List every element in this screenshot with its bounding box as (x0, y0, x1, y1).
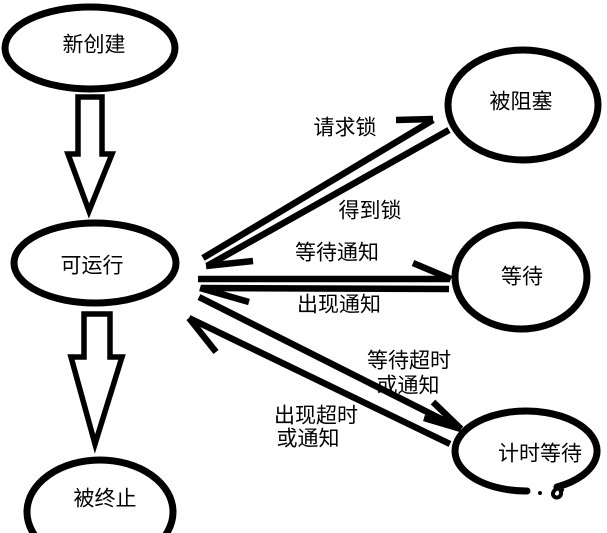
node-waiting-ellipse (451, 221, 591, 333)
arrowhead (423, 414, 462, 433)
block-arrow-runnable-to-terminated (67, 311, 126, 454)
pen-curl-mark (550, 484, 564, 500)
edge-label-wait-for-notify: 等待通知 (295, 241, 379, 265)
edge-label-notify-occurs: 出现通知 (297, 293, 381, 317)
node-label-waiting: 等待 (501, 265, 543, 289)
pen-dot-mark (538, 491, 542, 495)
edge-label-timeout-occurs-line1: 出现超时 (274, 404, 358, 428)
edge-label-wait-timeout-line1: 等待超时 (367, 349, 451, 373)
arrow-acquire-lock (205, 127, 451, 270)
arrow-line (200, 284, 450, 293)
block-arrow-new-to-runnable (64, 94, 117, 219)
edge-label-request-lock: 请求锁 (313, 116, 377, 140)
arrowhead (395, 115, 434, 124)
node-label-timed-waiting: 计时等待 (498, 442, 582, 466)
arrow-wait-timeout-or-notify (197, 294, 464, 433)
node-runnable-ellipse (10, 219, 180, 307)
arrow-line (205, 127, 451, 269)
node-label-runnable: 可运行 (60, 254, 124, 278)
arrow-notify-occurs (199, 284, 450, 306)
arrowhead (186, 315, 219, 355)
edge-label-timeout-occurs-line2: 或通知 (276, 427, 340, 451)
arrow-line (201, 117, 435, 261)
arrow-request-lock (201, 115, 435, 261)
arrowhead (411, 260, 453, 282)
arrow-line (197, 294, 463, 432)
arrow-timeout-or-notify-occurs (186, 315, 452, 447)
node-label-blocked: 被阻塞 (489, 90, 553, 114)
edge-label-wait-timeout-line2: 或通知 (376, 374, 440, 398)
node-terminated-ellipse (23, 456, 177, 533)
arrow-line (187, 315, 452, 447)
arrowhead (199, 284, 250, 306)
node-timed-waiting-ellipse (451, 407, 601, 495)
node-label-terminated: 被终止 (73, 487, 137, 511)
node-new-created-ellipse (1, 3, 179, 93)
node-label-new-created: 新创建 (62, 33, 126, 57)
edge-label-acquire-lock: 得到锁 (338, 199, 402, 223)
arrow-wait-for-notify (198, 260, 453, 283)
arrowhead (205, 257, 254, 270)
node-blocked-ellipse (444, 46, 602, 164)
